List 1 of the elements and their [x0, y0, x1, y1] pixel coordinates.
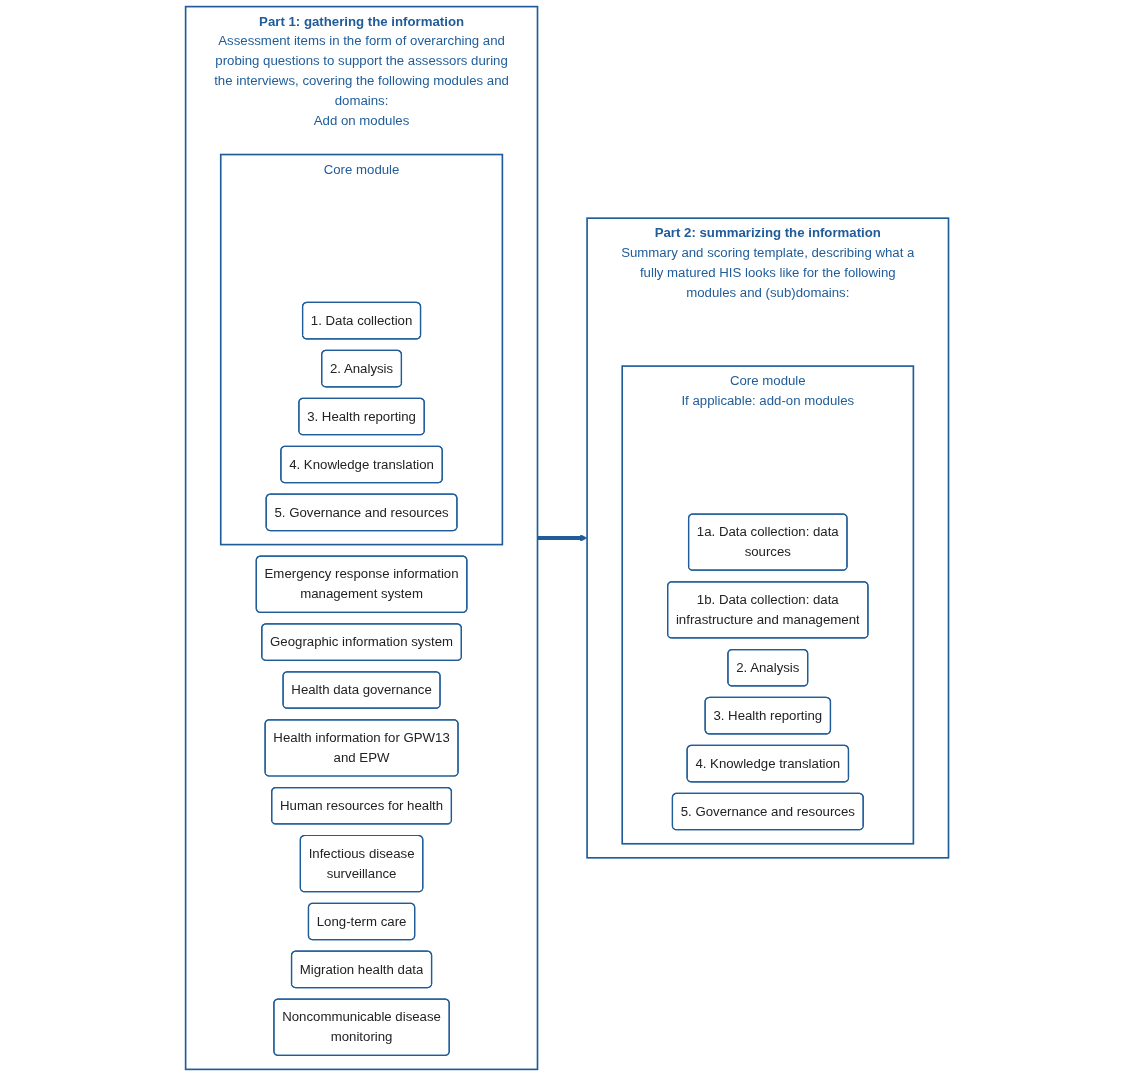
arrow	[537, 534, 588, 542]
